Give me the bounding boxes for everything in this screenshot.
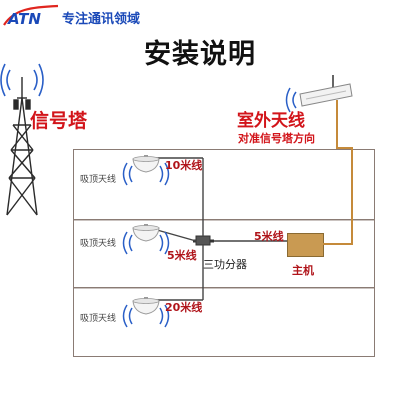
atn-logo-icon: ATN [3,4,59,28]
tower-signal-waves [0,63,44,97]
page-title: 安装说明 [144,39,256,70]
host-label: 主机 [292,264,314,277]
svg-text:ATN: ATN [7,10,41,28]
brand-header: ATN 专注通讯领域 [0,0,400,34]
cable-length-label: 20米线 [165,301,203,314]
floor-3 [73,287,375,357]
splitter-label: 三功分器 [203,258,247,271]
floor-2 [73,219,375,289]
ceiling-antenna-icon [132,224,160,242]
outdoor-antenna-sublabel: 对准信号塔方向 [238,132,315,145]
indoor-signal-waves [122,304,170,328]
outdoor-antenna-label: 室外天线 [237,111,305,131]
host-unit [287,233,324,257]
brand-slogan: 专注通讯领域 [62,12,141,27]
tower-label: 信号塔 [30,110,88,132]
indoor-signal-waves [122,162,170,186]
ceiling-antenna-label: 吸顶天线 [80,239,117,249]
outdoor-signal-waves [285,87,297,113]
cell-tower-icon [6,77,38,216]
host-cable-label: 5米线 [254,230,284,243]
indoor-signal-waves [122,231,170,255]
ceiling-antenna-icon [132,297,160,315]
ceiling-antenna-icon [132,155,160,173]
outdoor-cable [323,100,353,245]
yagi-antenna-icon [299,75,353,107]
ceiling-antenna-label: 吸顶天线 [80,175,117,185]
cable-length-label: 5米线 [167,249,197,262]
splitter-icon [193,235,214,246]
ceiling-antenna-label: 吸顶天线 [80,314,117,324]
cable-length-label: 10米线 [165,159,203,172]
